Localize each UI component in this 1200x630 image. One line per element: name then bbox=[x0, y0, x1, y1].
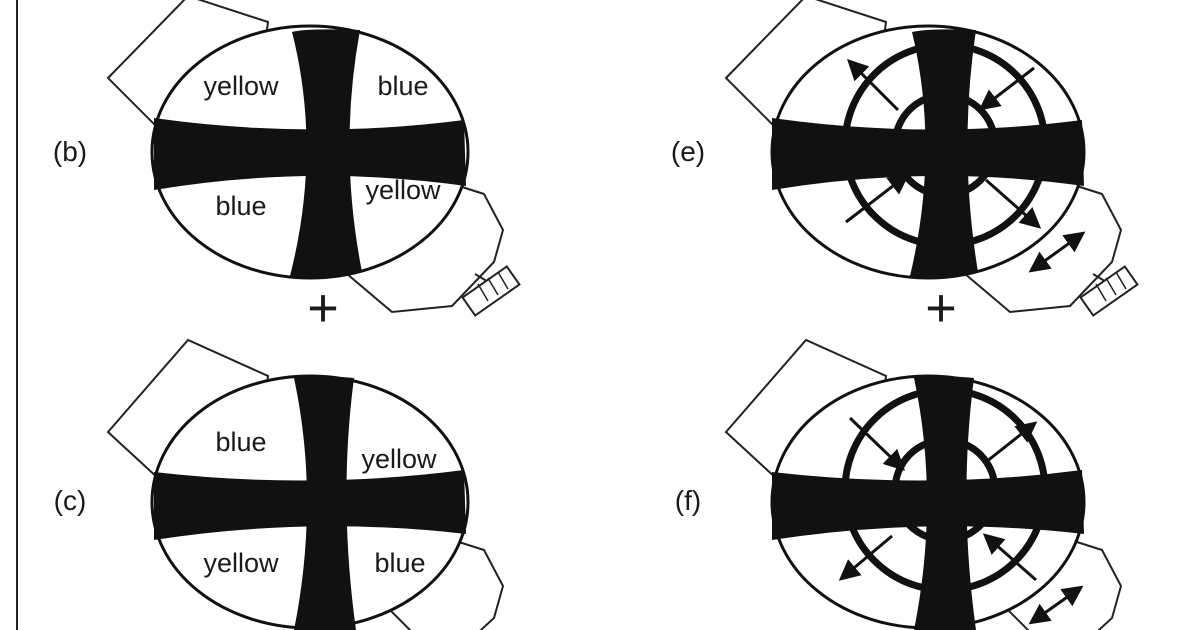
quadrant-top-left-label: yellow bbox=[203, 71, 279, 101]
panel-e: (e) + bbox=[671, 0, 1139, 338]
panel-label: (f) bbox=[675, 485, 701, 516]
arrow-outward bbox=[847, 59, 900, 112]
arrow-outward bbox=[985, 421, 1038, 464]
quadrant-top-right-label: blue bbox=[377, 71, 428, 101]
arrow-inward bbox=[848, 416, 906, 471]
arrow-inward bbox=[982, 533, 1037, 582]
quadrant-bottom-left-label: blue bbox=[215, 191, 266, 221]
panel-b: yellow blue blue yellow (b) + bbox=[53, 0, 521, 338]
quadrant-bottom-right-label: yellow bbox=[365, 175, 441, 205]
sign-of-optic-label: + bbox=[925, 278, 957, 338]
slow-direction-double-arrow bbox=[1028, 231, 1086, 273]
panel-c: blue yellow yellow blue (c) bbox=[54, 338, 505, 630]
slow-direction-double-arrow bbox=[1028, 585, 1084, 625]
panel-f: (f) bbox=[675, 338, 1123, 630]
arrow-outward bbox=[838, 534, 893, 581]
quadrant-top-right-label: yellow bbox=[361, 444, 437, 474]
panel-label: (e) bbox=[671, 136, 705, 167]
quadrant-bottom-right-label: blue bbox=[374, 548, 425, 578]
isogyre-horizontal bbox=[772, 470, 1084, 540]
sign-of-optic-label: + bbox=[307, 278, 339, 338]
isogyre-horizontal bbox=[772, 118, 1084, 190]
isogyre-horizontal bbox=[154, 470, 466, 540]
arrow-outward bbox=[985, 178, 1042, 229]
arrow-inward bbox=[978, 66, 1035, 111]
arrow-inward bbox=[845, 173, 910, 224]
panel-label: (b) bbox=[53, 136, 87, 167]
isogyre-horizontal bbox=[154, 118, 466, 190]
panel-label: (c) bbox=[54, 485, 87, 516]
quadrant-bottom-left-label: yellow bbox=[203, 548, 279, 578]
quadrant-top-left-label: blue bbox=[215, 427, 266, 457]
